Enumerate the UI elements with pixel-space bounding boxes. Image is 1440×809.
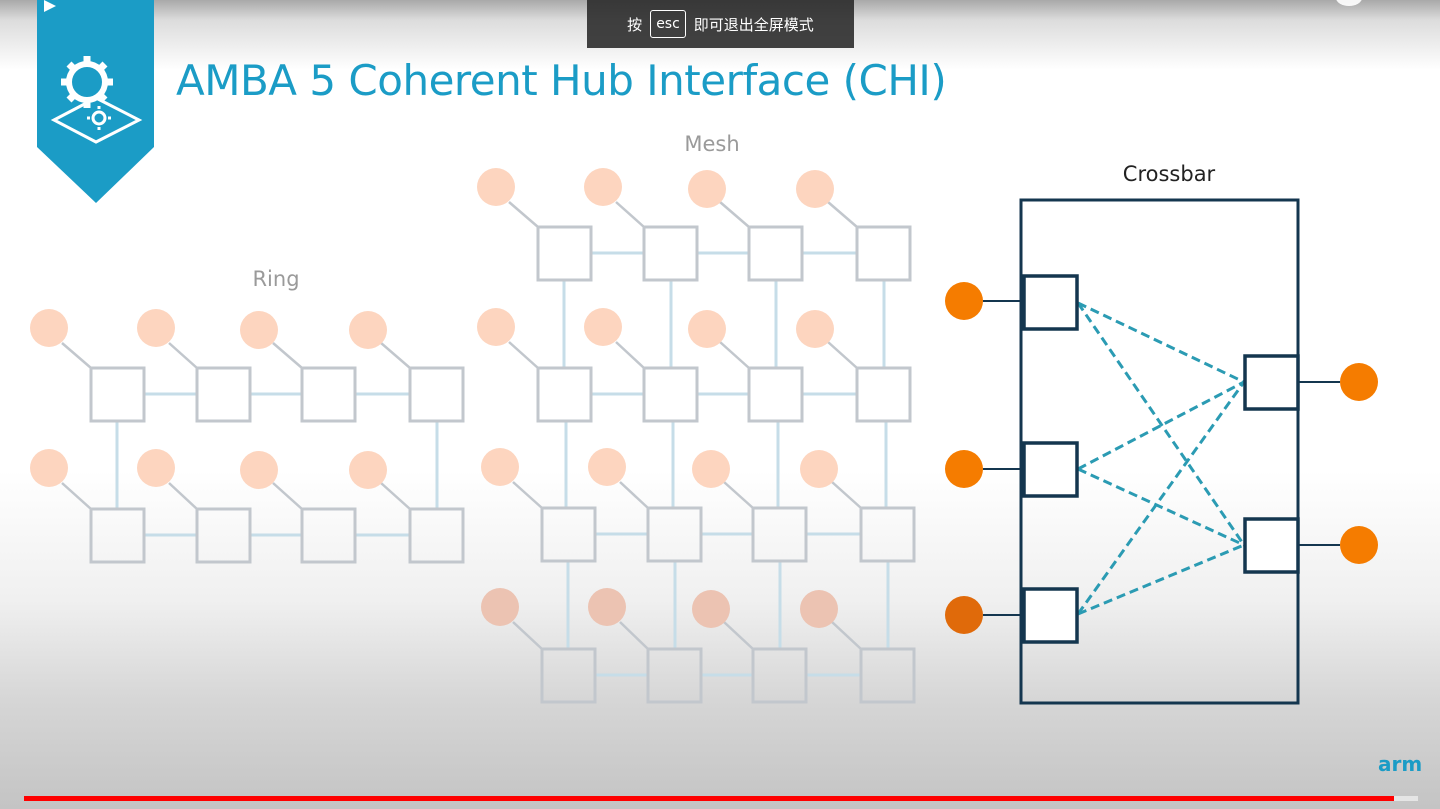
ring-endpoint [349, 451, 387, 489]
mesh-node [646, 647, 703, 704]
ring-node [89, 507, 146, 564]
ring-endpoint [30, 449, 68, 487]
settings-icon[interactable] [1336, 0, 1362, 6]
play-icon[interactable] [44, 0, 56, 12]
mesh-node [747, 366, 804, 423]
mesh-node [751, 506, 808, 563]
mesh-label: Mesh [684, 132, 739, 156]
ring-endpoint [240, 451, 278, 489]
ring-node [195, 366, 252, 423]
mesh-node [642, 366, 699, 423]
ring-node [89, 366, 146, 423]
mesh-endpoint [588, 448, 626, 486]
mesh-endpoint [481, 588, 519, 626]
ring-topology [30, 309, 465, 564]
gear-cog-icon [50, 56, 143, 144]
crossbar-endpoint [1340, 363, 1378, 401]
exit-fullscreen-toast: 按 esc 即可退出全屏模式 [587, 0, 854, 48]
mesh-node [536, 225, 593, 282]
ring-endpoint [137, 309, 175, 347]
video-progress-bar[interactable] [24, 796, 1418, 801]
arm-logo: arm [1378, 752, 1423, 776]
ring-node [300, 366, 357, 423]
crossbar-endpoint [945, 282, 983, 320]
mesh-node [536, 366, 593, 423]
ring-endpoint [349, 311, 387, 349]
ring-node [408, 366, 465, 423]
crossbar-port [1243, 354, 1300, 411]
mesh-topology [477, 168, 916, 704]
ring-node [195, 507, 252, 564]
video-progress-fill [24, 796, 1395, 801]
mesh-endpoint [800, 590, 838, 628]
mesh-endpoint [481, 448, 519, 486]
mesh-endpoint [584, 168, 622, 206]
mesh-endpoint [588, 588, 626, 626]
mesh-node [642, 225, 699, 282]
mesh-endpoint [477, 168, 515, 206]
esc-key-hint: esc [650, 10, 686, 38]
crossbar-port [1022, 274, 1079, 331]
mesh-node [855, 225, 912, 282]
mesh-node [540, 506, 597, 563]
ring-endpoint [30, 309, 68, 347]
section-badge [37, 0, 154, 203]
crossbar-port [1243, 517, 1300, 574]
crossbar-endpoint [1340, 526, 1378, 564]
mesh-endpoint [692, 590, 730, 628]
mesh-endpoint [477, 308, 515, 346]
mesh-endpoint [796, 170, 834, 208]
mesh-node [540, 647, 597, 704]
mesh-node [751, 647, 808, 704]
ring-node [300, 507, 357, 564]
ring-node [408, 507, 465, 564]
mesh-node [859, 647, 916, 704]
mesh-endpoint [692, 450, 730, 488]
mesh-node [859, 506, 916, 563]
crossbar-topology [945, 198, 1378, 705]
ring-endpoint [137, 449, 175, 487]
mesh-node [747, 225, 804, 282]
mesh-endpoint [796, 310, 834, 348]
crossbar-frame [1019, 198, 1300, 705]
ring-endpoint [240, 311, 278, 349]
mesh-endpoint [800, 450, 838, 488]
toast-suffix: 即可退出全屏模式 [693, 15, 814, 34]
crossbar-label: Crossbar [1123, 162, 1216, 186]
ring-label: Ring [252, 267, 299, 291]
crossbar-port [1022, 587, 1079, 644]
mesh-endpoint [688, 170, 726, 208]
crossbar-endpoint [945, 596, 983, 634]
crossbar-endpoint [945, 450, 983, 488]
crossbar-port [1022, 441, 1079, 498]
mesh-node [855, 366, 912, 423]
mesh-endpoint [688, 310, 726, 348]
mesh-node [646, 506, 703, 563]
mesh-endpoint [584, 308, 622, 346]
toast-prefix: 按 [627, 15, 643, 34]
slide-title: AMBA 5 Coherent Hub Interface (CHI) [176, 56, 947, 105]
